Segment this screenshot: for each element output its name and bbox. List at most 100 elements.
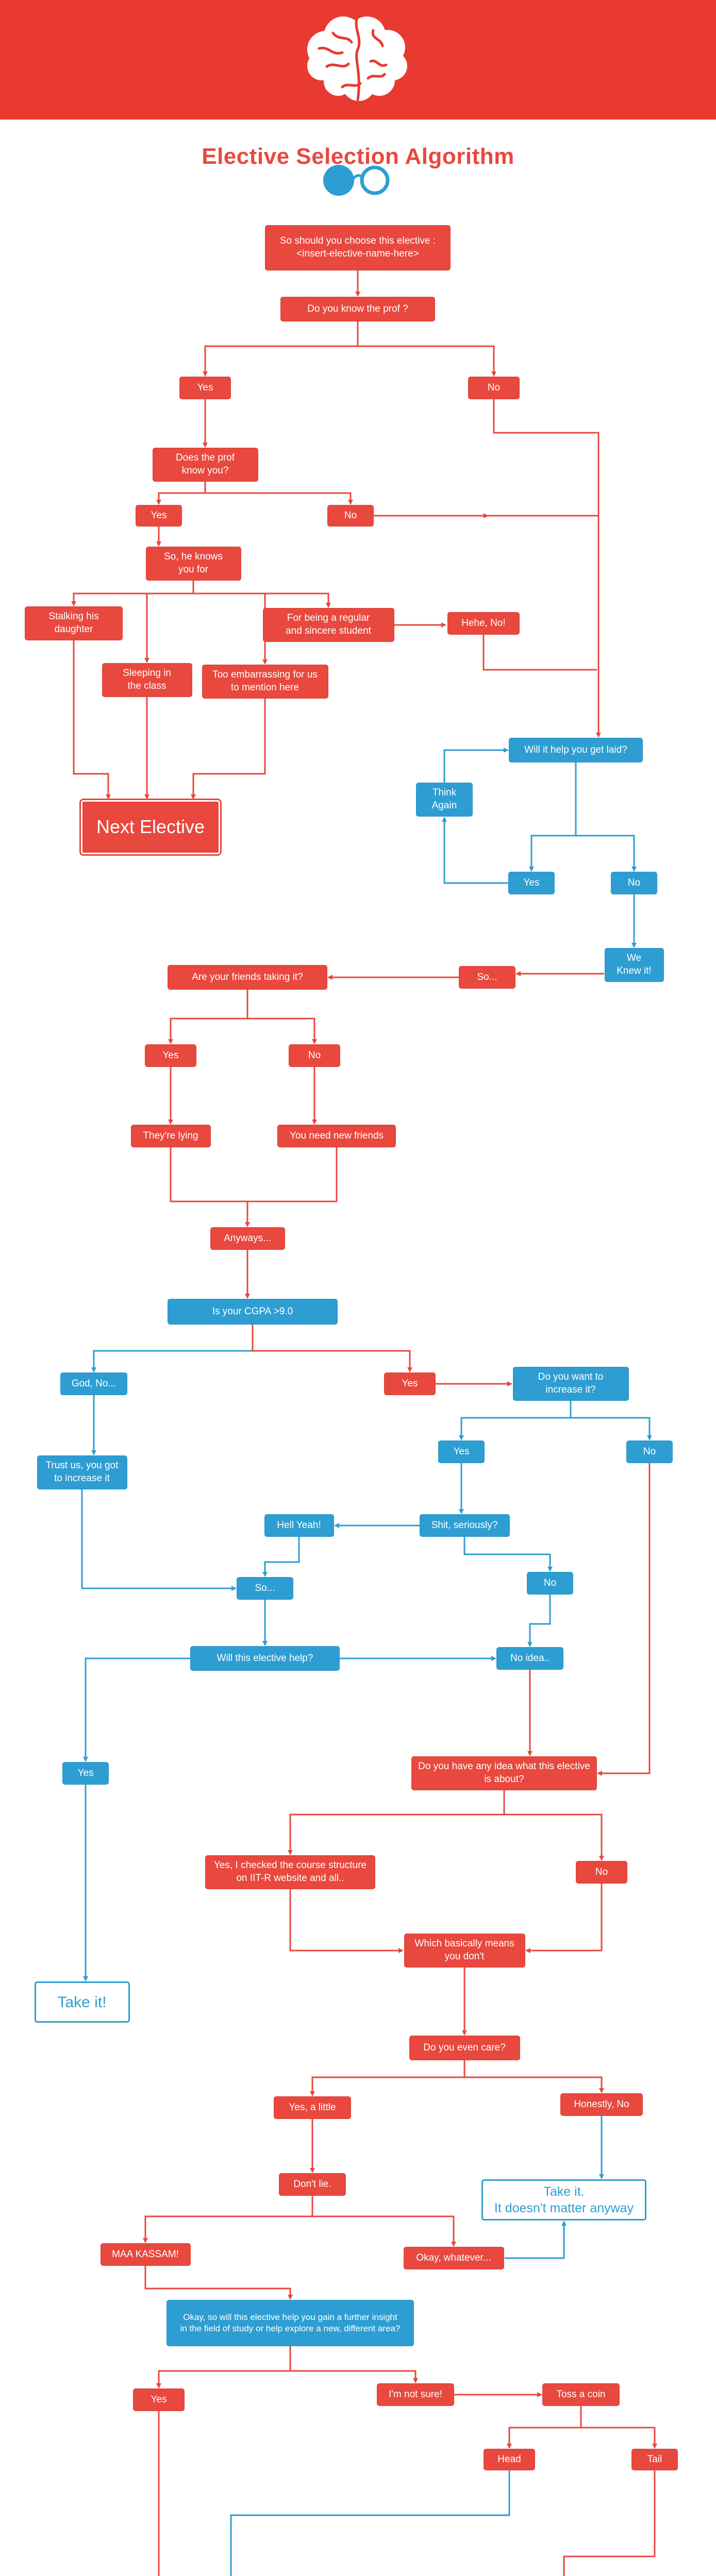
tail: Tail	[631, 2449, 678, 2470]
intro-question: So should you choose this elective : <in…	[265, 225, 451, 270]
flow-connector	[289, 1889, 404, 1953]
anyways: Anyways...	[210, 1227, 285, 1250]
q-any-idea: Do you have any idea what this elective …	[411, 1756, 597, 1790]
flow-connector	[529, 762, 577, 872]
shit-seriously: Shit, seriously?	[419, 1514, 510, 1537]
knows-you-for: So, he knows you for	[145, 547, 241, 581]
know-prof-yes: Yes	[179, 377, 231, 399]
take-it-matter: Take it. It doesn't matter anyway	[481, 2179, 646, 2221]
final-yes: Yes	[133, 2388, 185, 2411]
flow-connector	[580, 2406, 657, 2449]
q-prof-knows-you: Does the prof know you?	[152, 448, 258, 482]
flow-connector	[246, 990, 317, 1044]
maa-kassam: MAA KASSAM!	[100, 2243, 191, 2266]
checked-course: Yes, I checked the course structure on I…	[205, 1855, 375, 1889]
flow-connector	[289, 2346, 418, 2383]
think-again: Think Again	[416, 783, 473, 817]
q-friends-taking: Are your friends taking it?	[168, 965, 327, 990]
friends-yes: Yes	[145, 1044, 196, 1067]
help-yes: Yes	[62, 1762, 109, 1785]
laid-yes: Yes	[508, 872, 555, 894]
no-idea: No idea..	[496, 1647, 563, 1670]
flow-connector	[482, 635, 597, 671]
flow-connector	[443, 748, 509, 783]
q-increase: Do you want to increase it?	[512, 1367, 629, 1401]
flow-connector	[503, 1790, 604, 1861]
stalking-daughter: Stalking his daughter	[25, 606, 123, 640]
toss-coin: Toss a coin	[542, 2383, 620, 2406]
friends-no: No	[289, 1044, 340, 1067]
need-new-friends: You need new friends	[277, 1125, 396, 1147]
flow-connector	[311, 2196, 456, 2247]
god-no: God, No...	[60, 1372, 127, 1395]
we-knew-it: We Knew it!	[604, 948, 664, 982]
next-elective-top: Next Elective	[81, 800, 220, 854]
flow-connector	[143, 2196, 313, 2243]
flow-connector	[597, 1463, 651, 1776]
flow-connector	[463, 2060, 604, 2093]
flow-connector	[570, 1401, 652, 1440]
prof-knows-no: No	[327, 505, 374, 527]
flow-connector	[247, 1147, 338, 1202]
flow-connector	[288, 1790, 505, 1855]
flow-connector	[203, 321, 359, 377]
flow-connector	[442, 817, 508, 884]
glasses-icon	[323, 165, 390, 196]
flow-connector	[144, 581, 194, 663]
not-sure: I'm not sure!	[377, 2383, 454, 2406]
sleeping-class: Sleeping in the class	[102, 663, 192, 697]
seriously-no: No	[527, 1572, 573, 1595]
flow-connector	[156, 482, 206, 505]
flow-connector	[493, 399, 601, 738]
flow-connector	[527, 1595, 551, 1647]
so-second: So...	[237, 1577, 293, 1600]
flow-connector	[192, 581, 331, 608]
page-title: Elective Selection Algorithm	[202, 144, 514, 170]
q-get-laid: Will it help you get laid?	[509, 738, 643, 762]
brain-icon	[307, 15, 407, 101]
trust-us: Trust us, you got to increase it	[37, 1455, 127, 1489]
idea-no: No	[576, 1861, 627, 1884]
dont-lie: Don't lie.	[279, 2173, 346, 2196]
increase-yes: Yes	[438, 1440, 485, 1463]
flow-connector	[525, 1884, 603, 1953]
flow-connector	[170, 1147, 250, 1227]
flow-connector	[252, 1325, 412, 1372]
q-know-prof: Do you know the prof ?	[280, 297, 435, 321]
q-even-care: Do you even care?	[409, 2036, 520, 2060]
flow-connector	[575, 762, 637, 872]
flow-connector	[81, 1489, 237, 1591]
regular-student: For being a regular and sincere student	[262, 608, 394, 642]
basically-dont: Which basically means you don't	[404, 1934, 525, 1968]
okay-whatever: Okay, whatever...	[403, 2247, 504, 2269]
flow-connector	[156, 2346, 291, 2388]
flow-connector	[204, 482, 353, 505]
flow-connector	[71, 581, 194, 606]
prof-knows-yes: Yes	[136, 505, 182, 527]
too-embarrassing: Too embarrassing for us to mention here	[202, 665, 328, 699]
flow-connector	[83, 1657, 190, 1762]
q-cgpa: Is your CGPA >9.0	[168, 1299, 338, 1325]
flow-connector	[463, 1537, 553, 1572]
hell-yeah: Hell Yeah!	[264, 1514, 334, 1537]
so-first: So...	[459, 966, 515, 989]
flow-connector	[192, 581, 268, 665]
flow-connector	[91, 1325, 254, 1372]
q-final-insight: Okay, so will this elective help you gai…	[166, 2300, 414, 2346]
flow-connector	[168, 990, 248, 1044]
take-it-left: Take it!	[34, 1981, 130, 2023]
q-elective-help: Will this elective help?	[190, 1646, 340, 1671]
theyre-lying: They're lying	[130, 1125, 211, 1147]
flow-connector	[563, 2470, 656, 2576]
flow-connector	[144, 2266, 293, 2300]
care-yes-little: Yes, a little	[274, 2096, 351, 2119]
increase-no: No	[626, 1440, 673, 1463]
laid-no: No	[611, 872, 657, 894]
flow-connector	[459, 1401, 572, 1440]
flow-connector	[507, 2406, 582, 2449]
flow-connector	[310, 2060, 465, 2096]
head: Head	[484, 2449, 535, 2470]
flow-connector	[505, 2221, 567, 2259]
flow-connector	[357, 321, 496, 377]
